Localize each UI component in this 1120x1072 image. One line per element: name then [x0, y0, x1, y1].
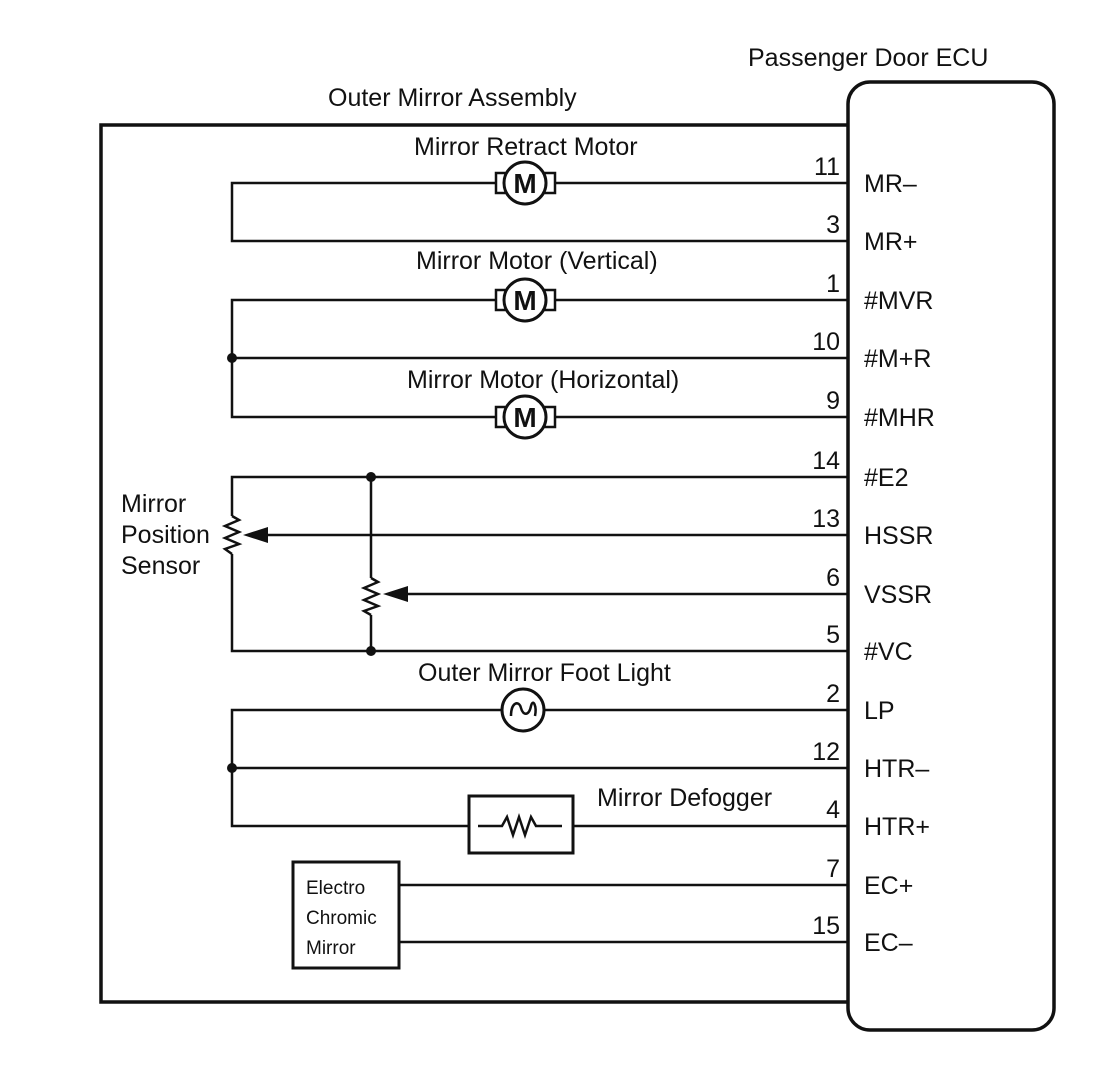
defogger-label: Mirror Defogger — [597, 784, 772, 812]
ec-mirror-box — [291, 860, 401, 970]
pin-number: 7 — [826, 855, 840, 883]
position-sensor-label-3: Sensor — [121, 552, 200, 580]
wire-vc — [230, 554, 848, 653]
horizontal-motor-symbol: M — [494, 394, 557, 440]
ec-mirror-label-1: Electro — [306, 878, 365, 899]
lamp-symbol — [500, 687, 546, 733]
ecu-title: Passenger Door ECU — [748, 44, 988, 72]
motor-letter: M — [513, 168, 536, 199]
hssr-wiper-arrow — [243, 527, 268, 543]
motor-vertical-label: Mirror Motor (Vertical) — [416, 247, 658, 275]
vertical-motor-symbol: M — [494, 277, 557, 323]
pin-name: #MHR — [864, 404, 935, 432]
pin-name: LP — [864, 697, 895, 725]
pin-number: 4 — [826, 796, 840, 824]
ec-mirror-label-2: Chromic — [306, 908, 377, 929]
pin-name: HSSR — [864, 522, 933, 550]
junction-dot — [366, 646, 376, 656]
pin-name: MR+ — [864, 228, 917, 256]
pin-name: HTR+ — [864, 813, 930, 841]
pin-number: 14 — [812, 447, 840, 475]
pin-number: 5 — [826, 621, 840, 649]
pin-name: VSSR — [864, 581, 932, 609]
pin-number: 3 — [826, 211, 840, 239]
defogger-resistor — [478, 813, 562, 839]
wire-e2 — [230, 475, 848, 516]
pin-number: 2 — [826, 680, 840, 708]
pin-name: #M+R — [864, 345, 931, 373]
motor-letter: M — [513, 402, 536, 433]
ec-mirror-label-3: Mirror — [306, 938, 356, 959]
vertical-sensor-resistor — [360, 576, 382, 617]
pin-name: #MVR — [864, 287, 933, 315]
foot-light-label: Outer Mirror Foot Light — [418, 659, 671, 687]
ecu-box — [846, 80, 1056, 1032]
pin-name: EC– — [864, 929, 913, 957]
pin-number: 12 — [812, 738, 840, 766]
pin-name: MR– — [864, 170, 917, 198]
pin-number: 9 — [826, 387, 840, 415]
junction-dot — [227, 353, 237, 363]
pin-number: 6 — [826, 564, 840, 592]
pin-number: 15 — [812, 912, 840, 940]
pin-name: HTR– — [864, 755, 929, 783]
retract-motor-symbol: M — [494, 160, 557, 206]
junction-dot — [227, 763, 237, 773]
pin-number: 13 — [812, 505, 840, 533]
vssr-wiper-arrow — [383, 586, 408, 602]
position-sensor-label-2: Position — [121, 521, 210, 549]
junction-dot — [366, 472, 376, 482]
motor-letter: M — [513, 285, 536, 316]
assembly-outline — [99, 123, 848, 1004]
pin-number: 1 — [826, 270, 840, 298]
retract-motor-label: Mirror Retract Motor — [414, 133, 638, 161]
horizontal-sensor-resistor — [221, 514, 243, 556]
pin-name: EC+ — [864, 872, 913, 900]
position-sensor-label-1: Mirror — [121, 490, 186, 518]
pin-name: #VC — [864, 638, 913, 666]
pin-number: 10 — [812, 328, 840, 356]
assembly-title: Outer Mirror Assembly — [328, 84, 577, 112]
pin-name: #E2 — [864, 464, 908, 492]
pin-number: 11 — [814, 153, 840, 181]
wire-mr-plus — [230, 181, 848, 243]
motor-horizontal-label: Mirror Motor (Horizontal) — [407, 366, 679, 394]
